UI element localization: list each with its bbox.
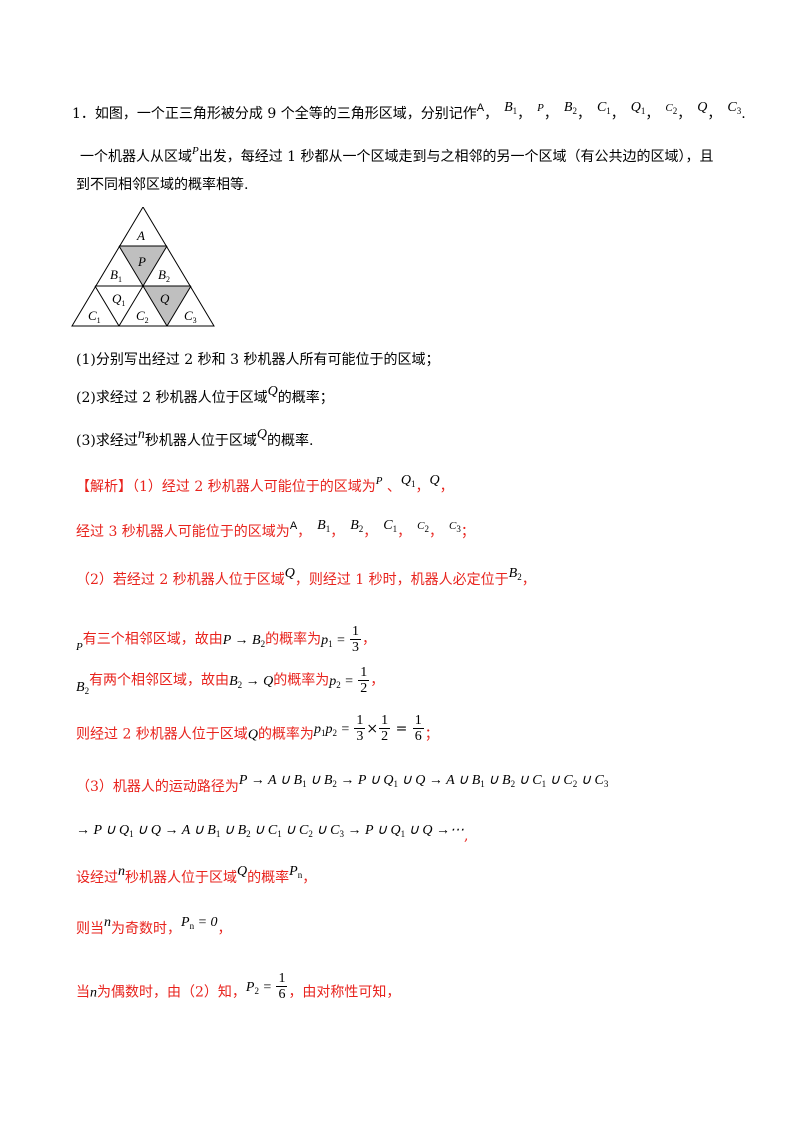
fig-label-q1: Q1	[112, 291, 125, 308]
q3-part-a: (3)求经过	[76, 433, 138, 449]
s2-part-f: 的概率为	[273, 672, 330, 689]
s2-part-b: ，则经过 1 秒时，机器人必定位于	[294, 572, 509, 588]
label-b2: B2	[563, 100, 577, 116]
q3-n: n	[137, 427, 145, 442]
solution-line-1: 【解析】（1）经过 2 秒机器人可能位于的区域为P 、Q1，Q，	[76, 473, 454, 495]
fig-label-c2: C2	[136, 308, 149, 325]
s1-q: Q	[429, 473, 440, 488]
s2-part-e: 有两个相邻区域，故由	[89, 672, 230, 689]
line2-part-b: 出发，每经过 1 秒都从一个区域走到与之相邻的另一个区域（有公共边的区域），且	[198, 149, 714, 165]
solution-line-10: 则当n为奇数时，Pn = 0，	[76, 915, 232, 937]
s3-part-d: 的概率	[247, 870, 290, 886]
fig-label-c1: C1	[88, 308, 101, 325]
question-1: (1)分别写出经过 2 秒和 3 秒机器人所有可能位于的区域；	[76, 352, 440, 368]
s2-part-d: 的概率为	[265, 631, 322, 648]
label-q: Q	[697, 100, 708, 115]
s3-part-f: 为奇数时，	[111, 921, 181, 937]
s3-part-g: 当	[76, 984, 90, 1001]
s3-part-a: （3）机器人的运动路径为	[76, 779, 239, 795]
q2-part-b: 的概率；	[277, 390, 334, 406]
q2-region-q: Q	[267, 384, 278, 399]
problem-line-3: 到不同相邻区域的概率相等.	[76, 177, 249, 193]
region-q-shaded	[143, 286, 191, 326]
fig-label-c3: C3	[184, 308, 197, 325]
s3-part-c: 秒机器人位于区域	[125, 870, 237, 886]
solution-line-7: （3）机器人的运动路径为P → A ∪ B1 ∪ B2 → P ∪ Q1 ∪ Q…	[76, 773, 608, 801]
question-3: (3)求经过n秒机器人位于区域Q的概率.	[76, 427, 314, 452]
s2-part-h: 的概率为	[257, 726, 314, 743]
q3-region-q: Q	[256, 427, 267, 442]
line2-part-a: 一个机器人从区域	[80, 149, 192, 165]
path-expression-1: P → A ∪ B1 ∪ B2 → P ∪ Q1 ∪ Q → A ∪ B1 ∪ …	[238, 773, 609, 789]
period: .	[741, 106, 746, 122]
s2-part-c: 有三个相邻区域，故由	[82, 631, 223, 648]
label-q1: Q1	[630, 100, 646, 116]
problem-line-2: 一个机器人从区域P出发，每经过 1 秒都从一个区域走到与之相邻的另一个区域（有公…	[80, 145, 714, 168]
outer-triangle	[71, 207, 215, 327]
s3-part-e: 则当	[76, 921, 104, 937]
start-region-p: P	[192, 145, 199, 157]
s3-part-h: 为偶数时，由（2）知，	[97, 984, 246, 1001]
q3-part-c: 的概率.	[266, 433, 314, 449]
label-c2: C2	[665, 102, 678, 116]
s1-part-a: （1）经过 2 秒机器人可能位于的区域为	[132, 479, 376, 495]
label-b1: B1	[504, 100, 518, 116]
solution-tag: 【解析】	[76, 479, 132, 495]
fig-label-b2: B2	[158, 267, 170, 284]
s2-part-a: （2）若经过 2 秒机器人位于区域	[76, 572, 285, 588]
label-c1: C1	[596, 100, 611, 116]
problem-line-1: 1．如图，一个正三角形被分成 9 个全等的三角形区域，分别记作A，B1，P，B2…	[72, 100, 746, 122]
s1-part-b: 经过 3 秒机器人可能位于的区域为	[76, 524, 290, 540]
label-p: P	[537, 102, 544, 114]
problem-intro: 如图，一个正三角形被分成 9 个全等的三角形区域，分别记作	[94, 106, 477, 122]
q3-part-b: 秒机器人位于区域	[144, 433, 257, 449]
s3-part-i: ，由对称性可知，	[288, 984, 401, 1001]
s3-part-b: 设经过	[76, 870, 118, 886]
q2-part-a: (2)求经过 2 秒机器人位于区域	[76, 390, 268, 406]
problem-number: 1．	[72, 106, 95, 122]
solution-line-2: 经过 3 秒机器人可能位于的区域为A，B1，B2，C1，C2，C3；	[76, 518, 475, 540]
region-p-shaded	[119, 246, 167, 286]
solution-line-9: 设经过n秒机器人位于区域Q的概率Pn，	[76, 864, 317, 886]
s1-p: P	[375, 475, 383, 487]
triangle-figure: A P B1 B2 Q1 Q C1 C2 C3	[71, 207, 215, 327]
solution-line-3: （2）若经过 2 秒机器人位于区域Q，则经过 1 秒时，机器人必定位于B2，	[76, 566, 536, 588]
fig-label-a: A	[136, 228, 145, 243]
solution-line-8: → P ∪ Q1 ∪ Q → A ∪ B1 ∪ B2 ∪ C1 ∪ C2 ∪ C…	[76, 823, 469, 844]
s2-part-g: 则经过 2 秒机器人位于区域	[76, 726, 248, 743]
question-2: (2)求经过 2 秒机器人位于区域Q的概率；	[76, 384, 334, 409]
fig-label-q: Q	[160, 291, 170, 306]
s1-q1: Q1	[400, 473, 416, 489]
fig-label-p: P	[137, 254, 146, 269]
path-expression-2: → P ∪ Q1 ∪ Q → A ∪ B1 ∪ B2 ∪ C1 ∪ C2 ∪ C…	[76, 823, 464, 839]
label-c3: C3	[727, 100, 742, 116]
label-a: A	[476, 102, 485, 114]
fig-label-b1: B1	[110, 267, 122, 284]
